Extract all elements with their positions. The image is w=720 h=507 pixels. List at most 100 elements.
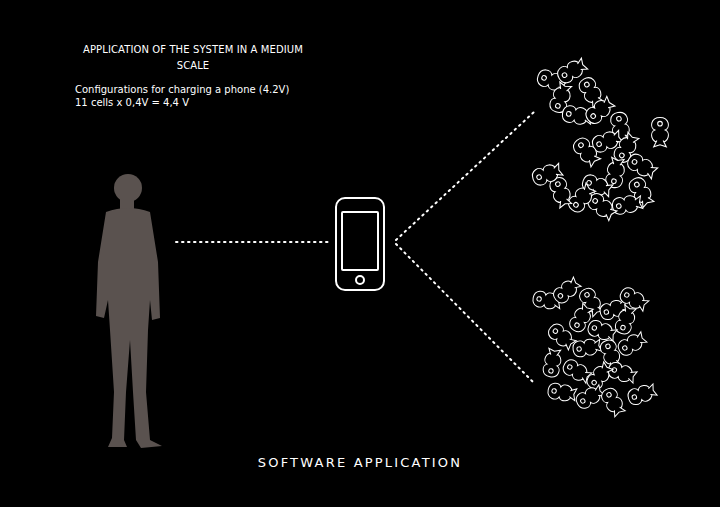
cell-core <box>606 392 612 398</box>
cell-core <box>620 325 626 331</box>
cell <box>626 382 658 407</box>
cell <box>606 360 638 385</box>
cell-core <box>605 344 611 350</box>
cell-core <box>592 198 599 205</box>
cell-tip <box>600 362 613 374</box>
cell-core <box>578 142 585 149</box>
cell-core <box>537 296 542 301</box>
cell-core <box>616 116 621 121</box>
cell-core <box>590 113 597 120</box>
cell-tip <box>607 328 617 341</box>
cell <box>625 151 659 180</box>
cell <box>611 194 643 216</box>
cell-core <box>616 203 621 208</box>
cell <box>565 182 597 215</box>
cell-core <box>536 174 542 180</box>
cell <box>567 302 595 334</box>
cell <box>561 357 593 385</box>
cell <box>611 131 640 165</box>
cell-core <box>611 179 616 184</box>
cell-tip <box>576 58 588 72</box>
person-silhouette <box>96 174 162 448</box>
caption: SOFTWARE APPLICATION <box>160 455 560 471</box>
cell-tip <box>553 163 563 177</box>
cell-tip <box>569 388 577 401</box>
cell-core <box>541 75 547 81</box>
cell-core <box>592 325 598 331</box>
cell <box>551 276 583 306</box>
cell <box>547 382 577 403</box>
cell-core <box>548 368 553 373</box>
cell-core <box>604 309 610 315</box>
cell <box>652 117 669 146</box>
cell-tip <box>627 370 637 383</box>
cell <box>570 135 602 168</box>
cell-tip <box>625 132 639 144</box>
cell-tip <box>623 305 636 315</box>
cell-body <box>572 338 598 358</box>
title: APPLICATION OF THE SYSTEM IN A MEDIUM SC… <box>68 42 318 74</box>
cell-core <box>552 388 557 393</box>
cell-tip <box>647 384 657 397</box>
cell-body <box>547 382 573 402</box>
cell-body <box>652 117 669 142</box>
cell-tip <box>569 277 581 290</box>
cell <box>530 161 563 187</box>
cell-core <box>596 141 602 147</box>
cell-tip <box>604 207 617 221</box>
cell-tip <box>638 298 649 311</box>
phone-icon <box>336 198 384 290</box>
cell-tip <box>580 303 593 314</box>
cell-core <box>574 322 580 328</box>
cell-core <box>584 292 590 298</box>
cell-tip <box>636 332 647 345</box>
cell-core <box>566 111 571 116</box>
cell-core <box>567 364 573 370</box>
cell-core <box>658 121 663 126</box>
cell-core <box>555 181 561 187</box>
cell-tip <box>548 348 561 356</box>
cell-tip <box>602 96 615 110</box>
cell-tip <box>558 198 572 208</box>
dotted-link <box>176 112 534 383</box>
cell-core <box>631 159 637 165</box>
cell-core <box>591 379 597 385</box>
cell-core <box>584 81 590 87</box>
cell <box>572 337 602 358</box>
cell-tip <box>612 406 625 417</box>
cell-body <box>561 105 589 126</box>
cell-body <box>542 352 562 378</box>
config-note: Configurations for charging a phone (4.2… <box>75 83 289 96</box>
cell <box>613 304 638 336</box>
cell-core <box>634 181 640 187</box>
cell-core <box>619 152 625 158</box>
cell-cluster <box>532 276 658 418</box>
cell <box>616 330 648 358</box>
cell-core <box>555 103 561 109</box>
cell-tip <box>558 82 572 92</box>
cell-tip <box>646 165 658 179</box>
cell-core <box>561 72 567 78</box>
cell-tip <box>582 183 596 196</box>
cell-tip <box>587 154 601 167</box>
cell-core <box>552 328 558 334</box>
cell-core <box>632 394 638 400</box>
cell-core <box>577 346 582 351</box>
cell-core <box>622 345 628 351</box>
cell-tip <box>611 157 625 165</box>
config-note: 11 cells x 0,4V = 4,4 V <box>75 96 189 109</box>
cell-core <box>624 292 630 298</box>
cell-core <box>557 293 563 299</box>
cell-tip <box>654 141 667 147</box>
cell <box>574 383 606 411</box>
cell-tip <box>634 196 642 210</box>
cell-tip <box>603 183 613 197</box>
cell-core <box>580 398 586 404</box>
cell-tip <box>581 370 592 383</box>
cell <box>599 386 627 418</box>
cell <box>542 348 563 378</box>
cell-cluster <box>530 56 668 222</box>
cell-core <box>573 202 580 209</box>
